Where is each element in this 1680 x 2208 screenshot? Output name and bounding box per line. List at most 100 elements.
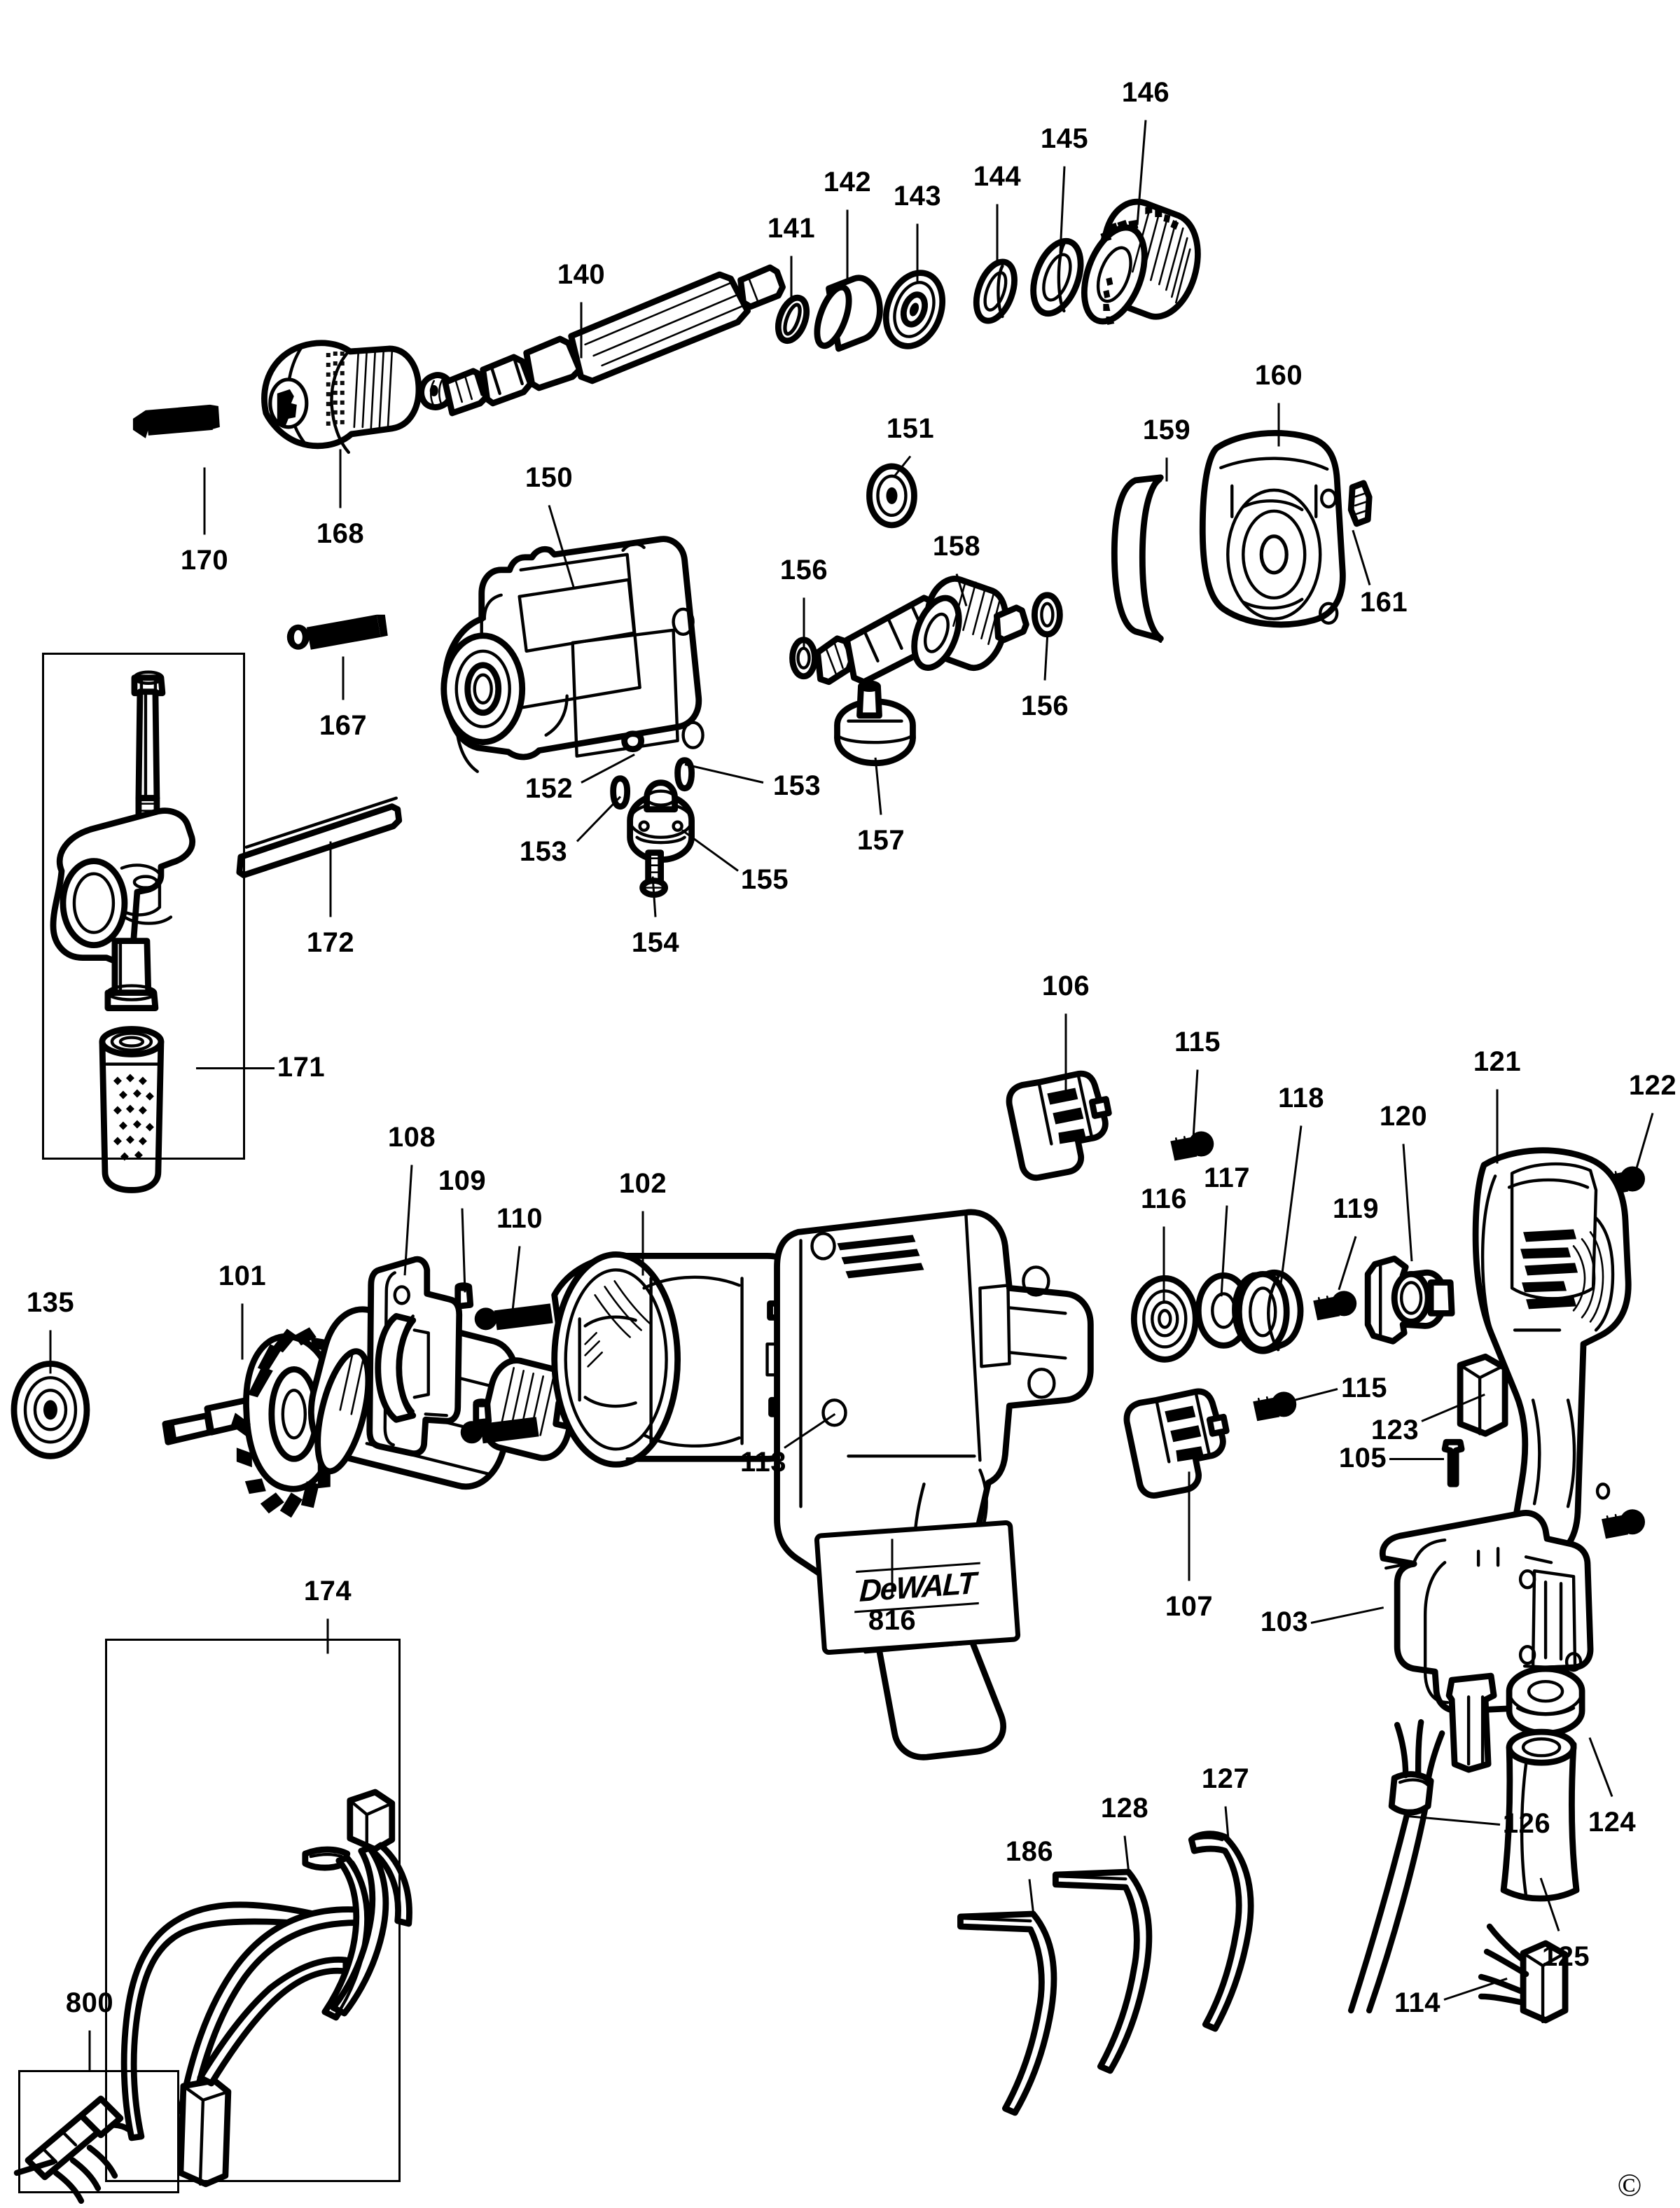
- part-109-bushing-b: [473, 1398, 492, 1426]
- part-141-o-ring: [775, 294, 810, 345]
- part-number-143: 143: [893, 181, 942, 211]
- leader-line-161: [1352, 530, 1371, 585]
- leader-line-123: [1421, 1394, 1485, 1422]
- leader-line-174: [326, 1618, 329, 1654]
- part-168-chuck: [261, 340, 422, 454]
- leader-line-171: [196, 1067, 275, 1069]
- leader-line-128: [1123, 1835, 1130, 1874]
- part-number-800: 800: [65, 1987, 114, 2018]
- part-number-135: 135: [26, 1287, 75, 1318]
- leader-line-150: [548, 505, 576, 590]
- leader-line-157: [874, 757, 882, 815]
- part-number-109: 109: [438, 1165, 487, 1196]
- part-122-screw: [1602, 1166, 1646, 1196]
- part-number-125: 125: [1541, 1941, 1590, 1972]
- part-number-160: 160: [1254, 360, 1303, 391]
- leader-line-172: [329, 841, 332, 917]
- leader-line-159: [1165, 457, 1168, 482]
- part-150-gear-case: [440, 536, 704, 773]
- part-number-150: 150: [525, 462, 574, 493]
- leader-line-156: [803, 597, 805, 648]
- leader-line-108: [403, 1165, 413, 1276]
- leader-line-118: [1279, 1125, 1303, 1290]
- leader-line-122: [1634, 1113, 1654, 1171]
- part-number-102: 102: [618, 1168, 667, 1199]
- part-118-seal: [1232, 1270, 1304, 1354]
- part-number-105: 105: [1338, 1443, 1387, 1473]
- leader-line-113: [784, 1413, 835, 1449]
- part-number-151: 151: [886, 413, 935, 444]
- part-124-cord-clamp: [1506, 1665, 1585, 1737]
- leader-line-135: [49, 1330, 52, 1374]
- leader-line-186: [1028, 1879, 1035, 1916]
- leader-line-107: [1188, 1471, 1190, 1581]
- part-number-172: 172: [306, 927, 355, 958]
- leader-line-116: [1162, 1226, 1165, 1304]
- leader-line-154: [651, 876, 657, 917]
- part-105-pin: [1441, 1438, 1465, 1487]
- part-number-158: 158: [932, 531, 981, 562]
- wiring-harness-box: [105, 1639, 401, 2182]
- leader-line-110: [511, 1246, 521, 1311]
- part-number-115: 115: [1174, 1027, 1221, 1057]
- part-157-intermediate-gear: [834, 680, 916, 767]
- part-number-123: 123: [1370, 1415, 1419, 1445]
- part-186-lead: [957, 1910, 1057, 2116]
- leader-line-141: [790, 256, 793, 303]
- part-number-107: 107: [1165, 1591, 1214, 1622]
- part-101-armature: [162, 1306, 618, 1518]
- part-number-114: 114: [1394, 1987, 1441, 2018]
- leader-line-114: [1443, 1978, 1508, 2001]
- part-number-168: 168: [316, 518, 365, 549]
- leader-line-142: [846, 209, 849, 279]
- leader-line-103: [1310, 1606, 1384, 1624]
- leader-line-105: [1389, 1458, 1444, 1460]
- part-number-171: 171: [277, 1052, 326, 1083]
- part-number-108: 108: [387, 1122, 436, 1153]
- leader-line-152: [581, 754, 635, 784]
- part-128-lead: [1052, 1868, 1153, 2074]
- leader-line-170: [203, 467, 206, 535]
- part-159-shield: [1111, 474, 1164, 643]
- part-145-washer: [1030, 237, 1084, 317]
- leader-line-158: [955, 574, 968, 606]
- leader-line-143: [916, 223, 919, 282]
- leader-line-120: [1402, 1144, 1413, 1262]
- part-number-117: 117: [1203, 1162, 1251, 1193]
- part-number-153: 153: [772, 770, 821, 801]
- part-number-116: 116: [1140, 1183, 1188, 1214]
- leader-line-145: [1059, 166, 1066, 254]
- leader-line-167: [342, 656, 345, 700]
- part-126-power-cord: [1347, 1719, 1445, 2014]
- part-number-140: 140: [557, 259, 606, 290]
- part-127-lead: [1188, 1831, 1254, 2032]
- leader-line-102: [641, 1211, 644, 1276]
- part-number-159: 159: [1142, 415, 1191, 445]
- part-number-141: 141: [767, 213, 816, 244]
- part-102-field: [551, 1251, 831, 1468]
- leader-line-115: [1192, 1069, 1199, 1139]
- part-121-handle-cover: [1472, 1147, 1632, 1569]
- part-number-106: 106: [1041, 971, 1090, 1001]
- part-number-152: 152: [525, 773, 574, 804]
- part-number-816: 816: [868, 1605, 917, 1636]
- side-handle-box: [42, 653, 245, 1160]
- leader-line-816: [891, 1539, 894, 1595]
- part-152-pin: [621, 730, 645, 753]
- part-122-screw-b: [1602, 1509, 1646, 1539]
- part-number-128: 128: [1100, 1793, 1149, 1824]
- leader-line-106: [1064, 1013, 1067, 1094]
- leader-line-115: [1288, 1388, 1338, 1403]
- leader-line-117: [1220, 1205, 1228, 1297]
- part-number-120: 120: [1379, 1101, 1428, 1132]
- part-number-115: 115: [1340, 1373, 1388, 1403]
- leader-line-126: [1407, 1815, 1501, 1826]
- leader-line-124: [1588, 1737, 1613, 1798]
- part-160-gear-case-cover: [1199, 429, 1346, 628]
- part-number-167: 167: [319, 710, 368, 741]
- part-161-screw: [1347, 480, 1373, 527]
- leader-line-146: [1136, 120, 1147, 225]
- part-number-126: 126: [1502, 1808, 1551, 1839]
- part-number-174: 174: [303, 1576, 352, 1606]
- part-167-screw: [286, 614, 388, 650]
